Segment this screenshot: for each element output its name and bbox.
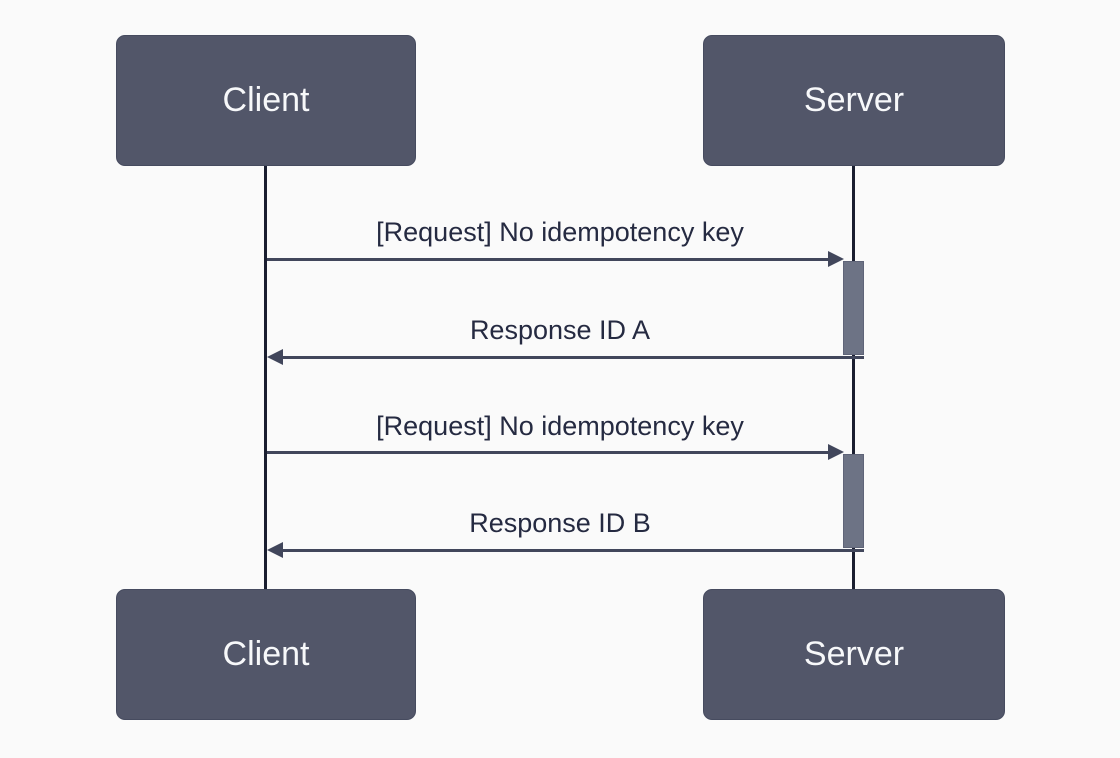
actor-server-bottom-label: Server (803, 635, 905, 673)
actor-client-top: Client (116, 35, 416, 166)
actor-server-top: Server (703, 35, 1005, 166)
message-1-label: [Request] No idempotency key (376, 217, 744, 247)
message-3-label: [Request] No idempotency key (376, 411, 744, 441)
actor-client-top-label: Client (222, 81, 310, 119)
message-1-arrowhead-icon (828, 251, 844, 267)
actor-client-bottom: Client (116, 589, 416, 720)
server-activation-1 (843, 261, 864, 355)
actor-client-bottom-label: Client (222, 635, 310, 673)
message-3-arrowhead-icon (828, 444, 844, 460)
message-4-line (283, 549, 864, 552)
actor-server-top-label: Server (803, 81, 905, 119)
message-2-label: Response ID A (469, 315, 651, 345)
message-4-arrowhead-icon (267, 542, 283, 558)
server-lifeline (852, 166, 855, 589)
message-2-line (283, 356, 864, 359)
client-lifeline (264, 166, 267, 589)
message-4-label: Response ID B (469, 508, 651, 538)
message-1-line (267, 258, 828, 261)
message-2-arrowhead-icon (267, 349, 283, 365)
actor-server-bottom: Server (703, 589, 1005, 720)
server-activation-2 (843, 454, 864, 548)
message-3-line (267, 451, 828, 454)
